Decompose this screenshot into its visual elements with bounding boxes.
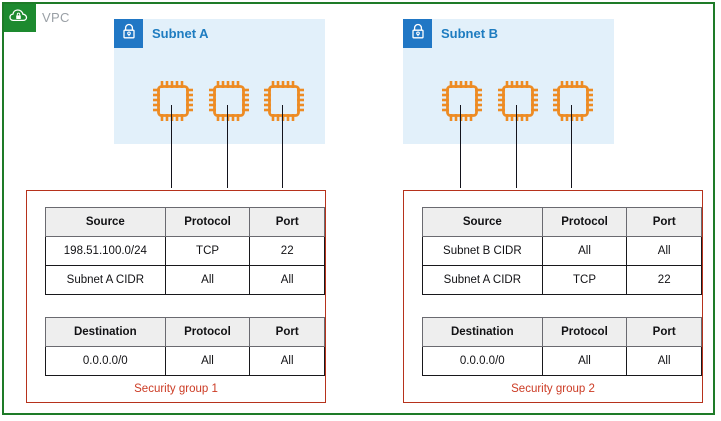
security-group-2-box: Source Protocol Port Subnet B CIDR All A… — [403, 190, 703, 403]
table-row: 0.0.0.0/0 All All — [422, 346, 702, 376]
connector-b1 — [460, 105, 461, 188]
subnet-lock-icon — [410, 22, 426, 45]
header-source: Source — [45, 207, 166, 237]
cell-port: 22 — [626, 265, 702, 295]
table-header-row: Destination Protocol Port — [45, 317, 325, 347]
subnet-b-title: Subnet B — [441, 26, 499, 41]
cell-protocol: All — [541, 236, 628, 266]
security-group-1-outbound-table: Destination Protocol Port 0.0.0.0/0 All … — [45, 317, 325, 376]
cell-source: Subnet B CIDR — [422, 236, 543, 266]
connector-b3 — [571, 105, 572, 188]
table-header-row: Source Protocol Port — [422, 207, 702, 237]
subnet-lock-icon — [121, 22, 137, 45]
subnet-panel-a: Subnet A — [114, 19, 325, 144]
instance-a3[interactable] — [260, 77, 308, 125]
cell-protocol: TCP — [541, 265, 628, 295]
cell-protocol: All — [164, 265, 251, 295]
cell-port: All — [249, 346, 325, 376]
cell-protocol: TCP — [164, 236, 251, 266]
header-protocol: Protocol — [541, 207, 628, 237]
vpc-container: VPC Subnet A — [2, 2, 715, 415]
table-row: 0.0.0.0/0 All All — [45, 346, 325, 376]
table-row: Subnet A CIDR TCP 22 — [422, 265, 702, 295]
cell-destination: 0.0.0.0/0 — [45, 346, 166, 376]
vpc-badge — [4, 4, 36, 32]
table-row: Subnet B CIDR All All — [422, 236, 702, 266]
connector-a2 — [227, 105, 228, 188]
cell-source: Subnet A CIDR — [45, 265, 166, 295]
instance-a1[interactable] — [149, 77, 197, 125]
subnet-b-badge — [403, 19, 432, 48]
security-group-2-inbound-table: Source Protocol Port Subnet B CIDR All A… — [422, 207, 702, 295]
cell-protocol: All — [541, 346, 628, 376]
table-row: Subnet A CIDR All All — [45, 265, 325, 295]
header-source: Source — [422, 207, 543, 237]
cell-source: Subnet A CIDR — [422, 265, 543, 295]
security-group-2-label: Security group 2 — [511, 383, 595, 395]
cell-port: All — [249, 265, 325, 295]
security-group-1-inbound-table: Source Protocol Port 198.51.100.0/24 TCP… — [45, 207, 325, 295]
header-port: Port — [626, 317, 702, 347]
header-port: Port — [249, 207, 325, 237]
connector-a1 — [171, 105, 172, 188]
security-group-1-label: Security group 1 — [134, 383, 218, 395]
subnet-panel-b: Subnet B — [403, 19, 614, 144]
table-header-row: Destination Protocol Port — [422, 317, 702, 347]
header-protocol: Protocol — [164, 207, 251, 237]
vpc-cloud-lock-icon — [9, 7, 31, 30]
cell-port: All — [626, 236, 702, 266]
subnet-a-title: Subnet A — [152, 26, 209, 41]
cell-port: 22 — [249, 236, 325, 266]
header-port: Port — [626, 207, 702, 237]
cell-port: All — [626, 346, 702, 376]
header-destination: Destination — [45, 317, 166, 347]
vpc-label: VPC — [42, 10, 70, 25]
cell-protocol: All — [164, 346, 251, 376]
header-protocol: Protocol — [164, 317, 251, 347]
header-port: Port — [249, 317, 325, 347]
security-group-1-box: Source Protocol Port 198.51.100.0/24 TCP… — [26, 190, 326, 403]
instance-b3[interactable] — [549, 77, 597, 125]
security-group-2-outbound-table: Destination Protocol Port 0.0.0.0/0 All … — [422, 317, 702, 376]
table-row: 198.51.100.0/24 TCP 22 — [45, 236, 325, 266]
cell-source: 198.51.100.0/24 — [45, 236, 166, 266]
cell-destination: 0.0.0.0/0 — [422, 346, 543, 376]
header-destination: Destination — [422, 317, 543, 347]
instance-a2[interactable] — [205, 77, 253, 125]
subnet-a-badge — [114, 19, 143, 48]
connector-a3 — [282, 105, 283, 188]
instance-b1[interactable] — [438, 77, 486, 125]
connector-b2 — [516, 105, 517, 188]
header-protocol: Protocol — [541, 317, 628, 347]
instance-b2[interactable] — [494, 77, 542, 125]
table-header-row: Source Protocol Port — [45, 207, 325, 237]
